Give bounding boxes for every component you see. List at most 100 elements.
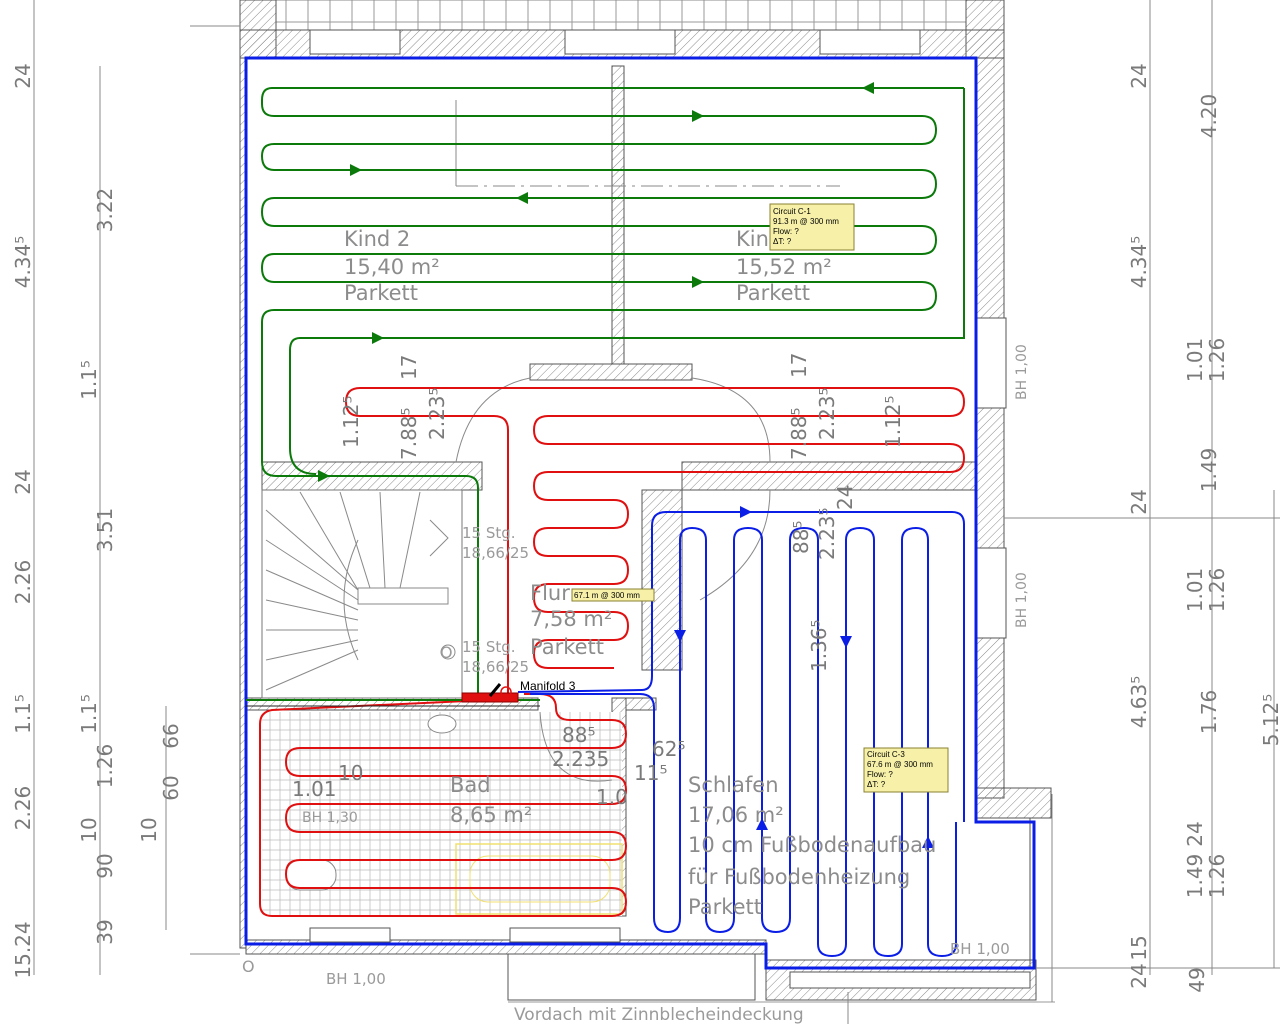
window-bh-bottom-left: BH 1,00 — [326, 970, 386, 988]
dim-right-outer-4: 15 — [1127, 935, 1151, 960]
dim-c4: 1.36⁵ — [807, 619, 831, 672]
c3-flow: Flow: ? — [867, 770, 893, 779]
c2-length: 67.1 m @ 300 mm — [574, 591, 640, 600]
dim-c1: 88⁵ — [789, 521, 813, 554]
circuit-c2-tag[interactable]: 67.1 m @ 300 mm — [571, 588, 655, 602]
dim-right-far: 5.12⁵ — [1259, 694, 1280, 747]
c3-dt: ΔT: ? — [867, 780, 886, 789]
stair-ratio-2: 18,66/25 — [462, 658, 529, 676]
room-kind1-area: 15,52 m² — [736, 255, 832, 279]
interior-dimensions: 1.12⁵ 7.88⁵ 17 2.23⁵ 7.88⁵ 17 2.23⁵ 1.12… — [292, 353, 905, 809]
dim-left-inner-1: 1.1⁵ — [77, 360, 101, 400]
dim-left-small-1: 60 — [159, 775, 183, 800]
dim-right-outer-1: 4.34⁵ — [1127, 236, 1151, 289]
room-kind2-area: 15,40 m² — [344, 255, 440, 279]
window-bh-bad: BH 1,30 — [302, 810, 358, 826]
dim-a3: 17 — [397, 355, 421, 380]
dim-d4: 11⁵ — [634, 761, 667, 785]
room-bad-name: Bad — [450, 773, 491, 797]
circuit-c3-arrows — [674, 506, 934, 848]
window-bh-bottom-right: BH 1,00 — [950, 940, 1010, 958]
room-kind2-floor: Parkett — [344, 281, 418, 305]
dim-d1: 88⁵ — [562, 723, 595, 747]
room-kind1-floor: Parkett — [736, 281, 810, 305]
dim-left-outer-1: 4.34⁵ — [11, 236, 35, 289]
dim-right-inner-6: 1.76 — [1197, 690, 1221, 735]
dim-left-outer-0: 24 — [11, 63, 35, 88]
dim-c3: 24 — [833, 485, 857, 510]
stair-steps-2: 15 Stg. — [462, 638, 516, 656]
stair-steps-1: 15 Stg. — [462, 524, 516, 542]
dim-right-inner-3: 1.49 — [1197, 448, 1221, 493]
dim-b2: 17 — [787, 353, 811, 378]
c3-title: Circuit C-3 — [867, 750, 905, 759]
dim-left-inner-5: 10 — [77, 817, 101, 842]
room-schlafen-note1: 10 cm Fußbodenaufbau — [688, 833, 936, 857]
c1-length: 91.3 m @ 300 mm — [773, 217, 839, 226]
circuit-c1-tag[interactable]: Circuit C-1 91.3 m @ 300 mm Flow: ? ΔT: … — [769, 203, 855, 251]
dim-a1: 1.12⁵ — [339, 395, 363, 448]
dim-right-inner-0: 4.20 — [1197, 94, 1221, 139]
dim-left-inner-4: 1.26 — [93, 744, 117, 789]
manifold-label: Manifold 3 — [520, 679, 576, 693]
dim-b3: 2.23⁵ — [815, 387, 839, 440]
dim-right-outer-0: 24 — [1127, 63, 1151, 88]
room-schlafen-area: 17,06 m² — [688, 803, 784, 827]
dim-left-small-0: 66 — [159, 723, 183, 748]
dim-left-small-2: 10 — [137, 817, 161, 842]
room-bad-area: 8,65 m² — [450, 803, 532, 827]
stair-labels: 15 Stg. 18,66/25 15 Stg. 18,66/25 — [462, 524, 529, 676]
dim-c2: 2.23⁵ — [815, 507, 839, 560]
dim-left-outer-4: 1.1⁵ — [11, 694, 35, 734]
room-flur-floor: Parkett — [530, 635, 604, 659]
circuit-c1-green[interactable] — [260, 87, 965, 694]
dimension-lines — [33, 0, 1280, 1024]
stair-ratio-1: 18,66/25 — [462, 544, 529, 562]
room-schlafen-name: Schlafen — [688, 773, 779, 797]
outer-dimension-labels: 244.34⁵242.261.1⁵2.2615.243.221.1⁵3.511.… — [11, 63, 1280, 992]
dim-left-outer-2: 24 — [11, 469, 35, 494]
origin-mark-1: O — [242, 957, 255, 976]
dim-d3: 62⁵ — [652, 737, 685, 761]
origin-mark-2: O — [440, 643, 453, 662]
dim-a2: 7.88⁵ — [397, 407, 421, 460]
heated-zone-boundary — [244, 56, 1036, 970]
manifold[interactable]: Manifold 3 — [461, 679, 576, 703]
window-labels: BH 1,00 BH 1,00 BH 1,00 BH 1,00 BH 1,30 — [302, 344, 1030, 988]
window-bh-right-1: BH 1,00 — [1014, 344, 1030, 400]
window-bh-right-2: BH 1,00 — [1014, 572, 1030, 628]
room-labels: Kind 2 15,40 m² Parkett Kin 15,52 m² Par… — [344, 227, 936, 919]
dim-right-inner-1: 1.01 — [1183, 338, 1207, 383]
room-kind2-name: Kind 2 — [344, 227, 410, 251]
dim-right-inner-4: 1.01 — [1183, 568, 1207, 613]
circuit-c1-arrows — [318, 82, 874, 482]
dim-left-outer-3: 2.26 — [11, 560, 35, 605]
dim-e2: 10 — [338, 761, 363, 785]
circuit-c3-tag[interactable]: Circuit C-3 67.6 m @ 300 mm Flow: ? ΔT: … — [863, 747, 949, 793]
room-kind1-name: Kin — [736, 227, 769, 251]
dim-left-inner-3: 1.1⁵ — [77, 694, 101, 734]
c1-title: Circuit C-1 — [773, 207, 811, 216]
room-flur-name: Flur — [530, 581, 570, 605]
circuit-c3-blue[interactable] — [517, 511, 965, 958]
dim-left-inner-2: 3.51 — [93, 508, 117, 553]
dim-right-outer-5: 24 — [1127, 963, 1151, 988]
dim-b1: 7.88⁵ — [787, 407, 811, 460]
dim-left-outer-6: 15.24 — [11, 921, 35, 978]
dim-a4: 2.23⁵ — [425, 387, 449, 440]
dim-e3: 1.0 — [596, 785, 628, 809]
dim-left-inner-0: 3.22 — [93, 188, 117, 233]
canopy-label: Vordach mit Zinnblecheindeckung — [514, 1005, 804, 1024]
walls — [239, 0, 1055, 1003]
dim-right-inner-2: 1.26 — [1205, 338, 1229, 383]
c1-flow: Flow: ? — [773, 227, 799, 236]
c1-dt: ΔT: ? — [773, 237, 792, 246]
dim-right-inner-8: 1.49 — [1183, 854, 1207, 899]
dim-right-inner-9: 1.26 — [1205, 854, 1229, 899]
dim-right-inner-5: 1.26 — [1205, 568, 1229, 613]
c3-length: 67.6 m @ 300 mm — [867, 760, 933, 769]
dim-left-inner-7: 39 — [93, 919, 117, 944]
room-schlafen-floor: Parkett — [688, 895, 762, 919]
bathroom-fixtures — [262, 712, 623, 916]
